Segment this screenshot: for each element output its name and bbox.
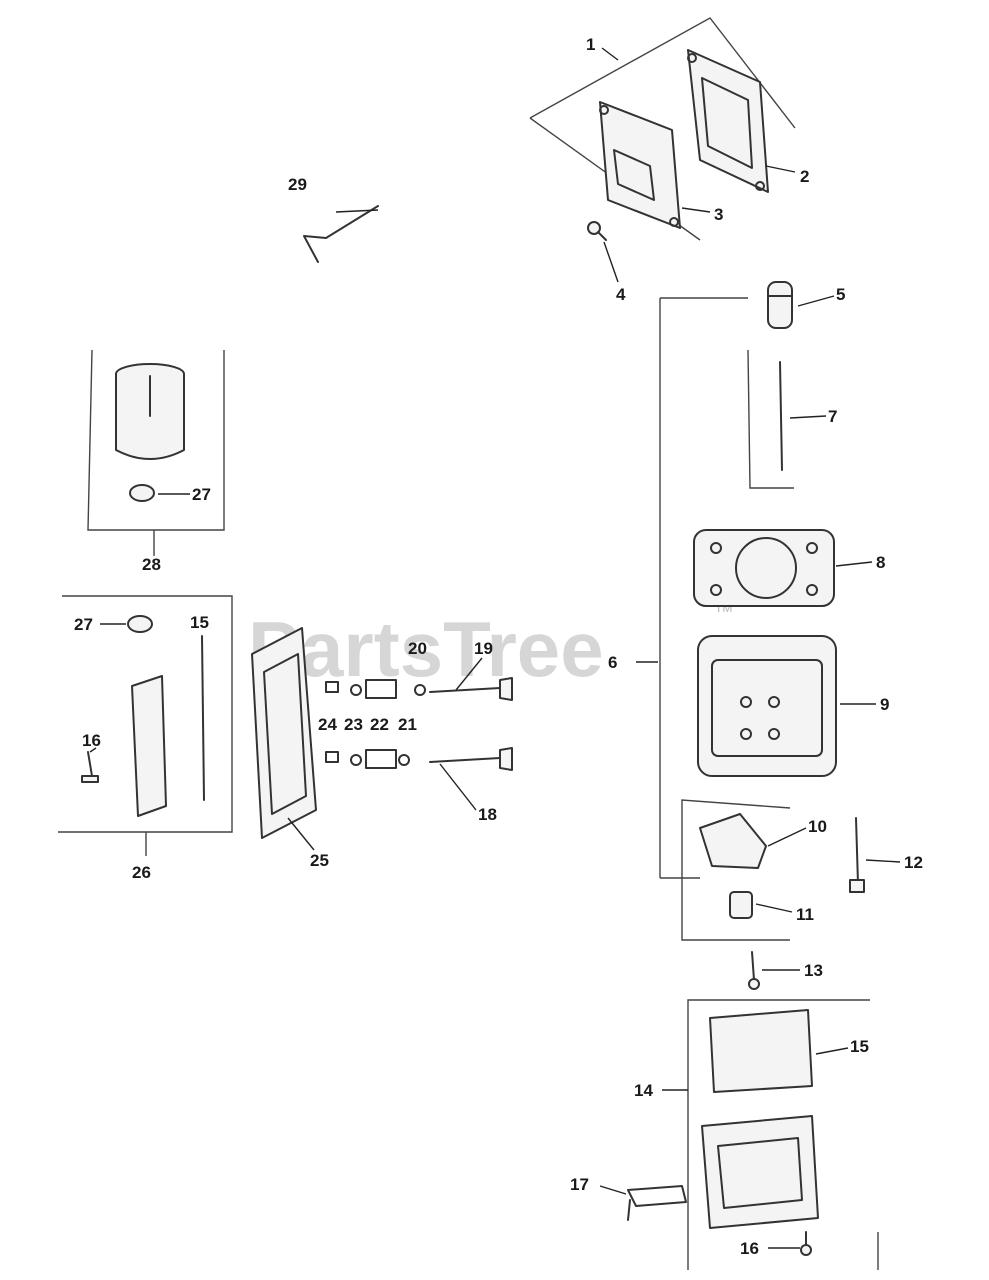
part-27-grommet-lower[interactable] [127, 615, 153, 633]
callout-12: 12 [904, 853, 923, 872]
callout-9: 9 [880, 695, 889, 714]
callout-labels: 1 2 3 4 5 6 7 8 9 10 11 12 13 14 15 15 1… [74, 35, 923, 1258]
part-19-intake-valve[interactable] [429, 677, 513, 701]
part-15-gasket[interactable] [709, 1009, 813, 1093]
callout-17: 17 [570, 1175, 589, 1194]
callout-14: 14 [634, 1081, 653, 1100]
part-2-gasket[interactable] [687, 49, 769, 193]
part-11-pivot[interactable] [729, 891, 753, 919]
part-15-gasket-left[interactable] [201, 635, 205, 801]
callout-15-right: 15 [850, 1037, 869, 1056]
part-13-bolt[interactable] [748, 951, 760, 990]
callout-22: 22 [370, 715, 389, 734]
part-14-valve-cover[interactable] [701, 1115, 819, 1229]
callout-7: 7 [828, 407, 837, 426]
callout-27-lower: 27 [74, 615, 93, 634]
callout-8: 8 [876, 553, 885, 572]
group-bracket-26 [58, 595, 233, 856]
part-3-valve-cover[interactable] [599, 101, 681, 229]
callout-1: 1 [586, 35, 595, 54]
part-27-grommet-upper[interactable] [129, 484, 155, 502]
callout-5: 5 [836, 285, 845, 304]
part-5-sleeve[interactable] [767, 281, 793, 329]
callout-26: 26 [132, 863, 151, 882]
part-16-screw-left[interactable] [81, 751, 99, 783]
callout-18: 18 [478, 805, 497, 824]
group-bracket-7 [659, 297, 794, 879]
part-29-hex-key[interactable] [303, 205, 379, 263]
callout-29: 29 [288, 175, 307, 194]
callout-24: 24 [318, 715, 337, 734]
part-7-push-rod[interactable] [779, 361, 783, 471]
callout-4: 4 [616, 285, 626, 304]
part-9-cylinder-head[interactable] [697, 635, 837, 777]
group-bracket-14 [687, 999, 879, 1270]
callout-27-upper: 27 [192, 485, 211, 504]
group-bracket-10 [681, 799, 791, 941]
valve-train-lower[interactable] [325, 749, 410, 769]
callout-3: 3 [714, 205, 723, 224]
part-4-screw[interactable] [587, 221, 607, 241]
callout-21: 21 [398, 715, 417, 734]
part-17-bracket[interactable] [627, 1185, 687, 1221]
part-10-rocker-arm[interactable] [699, 813, 767, 869]
callout-10: 10 [808, 817, 827, 836]
group-bracket-28 [87, 349, 225, 556]
callout-15-left: 15 [190, 613, 209, 632]
callout-16-right: 16 [740, 1239, 759, 1258]
part-26-cover[interactable] [131, 675, 167, 817]
part-12-bolt[interactable] [849, 817, 865, 893]
callout-20: 20 [408, 639, 427, 658]
part-18-exhaust-valve[interactable] [429, 747, 513, 771]
callout-6: 6 [608, 653, 617, 672]
part-25-rocker-housing[interactable] [251, 627, 317, 839]
callout-19: 19 [474, 639, 493, 658]
part-28-filter[interactable] [115, 363, 185, 460]
part-8-head-gasket[interactable] [693, 529, 835, 607]
watermark-text: PartsTree [248, 605, 604, 693]
leader-lines [89, 47, 901, 1249]
callout-2: 2 [800, 167, 809, 186]
part-16-screw-right[interactable] [800, 1231, 812, 1256]
valve-train-upper[interactable] [325, 679, 426, 699]
callout-23: 23 [344, 715, 363, 734]
callout-11: 11 [796, 905, 814, 924]
callout-25: 25 [310, 851, 329, 870]
callout-16-left: 16 [82, 731, 101, 750]
callout-28: 28 [142, 555, 161, 574]
callout-13: 13 [804, 961, 823, 980]
